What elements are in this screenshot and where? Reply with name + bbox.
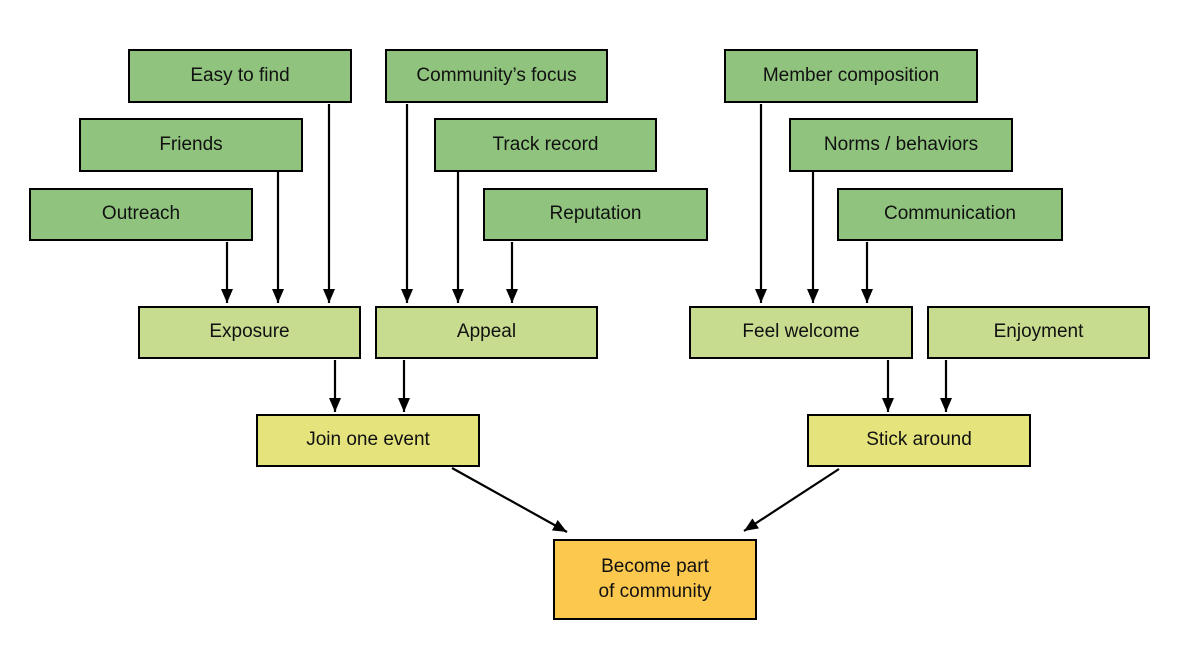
node-norms-behaviors-label: Norms / behaviors xyxy=(823,133,979,155)
node-outreach-label: Outreach xyxy=(101,203,181,225)
node-easy-to-find-label: Easy to find xyxy=(190,64,290,86)
node-communication-label: Communication xyxy=(884,203,1016,225)
node-reputation: Reputation xyxy=(483,188,708,241)
node-enjoyment: Enjoyment xyxy=(927,306,1150,359)
node-friends-label: Friends xyxy=(159,133,223,155)
node-become-part-of-community-label: Become part of community xyxy=(598,555,712,602)
node-member-composition-label: Member composition xyxy=(762,64,940,86)
node-friends: Friends xyxy=(79,118,303,172)
node-outreach: Outreach xyxy=(29,188,253,241)
node-appeal-label: Appeal xyxy=(456,321,517,343)
node-communication: Communication xyxy=(837,188,1063,241)
node-become-part-of-community: Become part of community xyxy=(553,539,757,620)
node-easy-to-find: Easy to find xyxy=(128,49,352,103)
node-feel-welcome: Feel welcome xyxy=(689,306,913,359)
node-norms-behaviors: Norms / behaviors xyxy=(789,118,1013,172)
node-enjoyment-label: Enjoyment xyxy=(993,321,1084,343)
node-communitys-focus-label: Community’s focus xyxy=(416,64,577,86)
arrow-stick-around-to-become-part xyxy=(743,468,840,532)
node-join-one-event: Join one event xyxy=(256,414,480,467)
node-feel-welcome-label: Feel welcome xyxy=(742,321,860,343)
node-join-one-event-label: Join one event xyxy=(306,429,430,451)
node-reputation-label: Reputation xyxy=(549,203,642,225)
node-stick-around: Stick around xyxy=(807,414,1031,467)
node-communitys-focus: Community’s focus xyxy=(385,49,608,103)
node-track-record: Track record xyxy=(434,118,657,172)
node-stick-around-label: Stick around xyxy=(866,429,972,451)
node-track-record-label: Track record xyxy=(492,133,599,155)
node-appeal: Appeal xyxy=(375,306,598,359)
node-member-composition: Member composition xyxy=(724,49,978,103)
node-exposure: Exposure xyxy=(138,306,361,359)
arrow-join-one-event-to-become-part xyxy=(451,467,568,533)
node-exposure-label: Exposure xyxy=(209,321,290,343)
